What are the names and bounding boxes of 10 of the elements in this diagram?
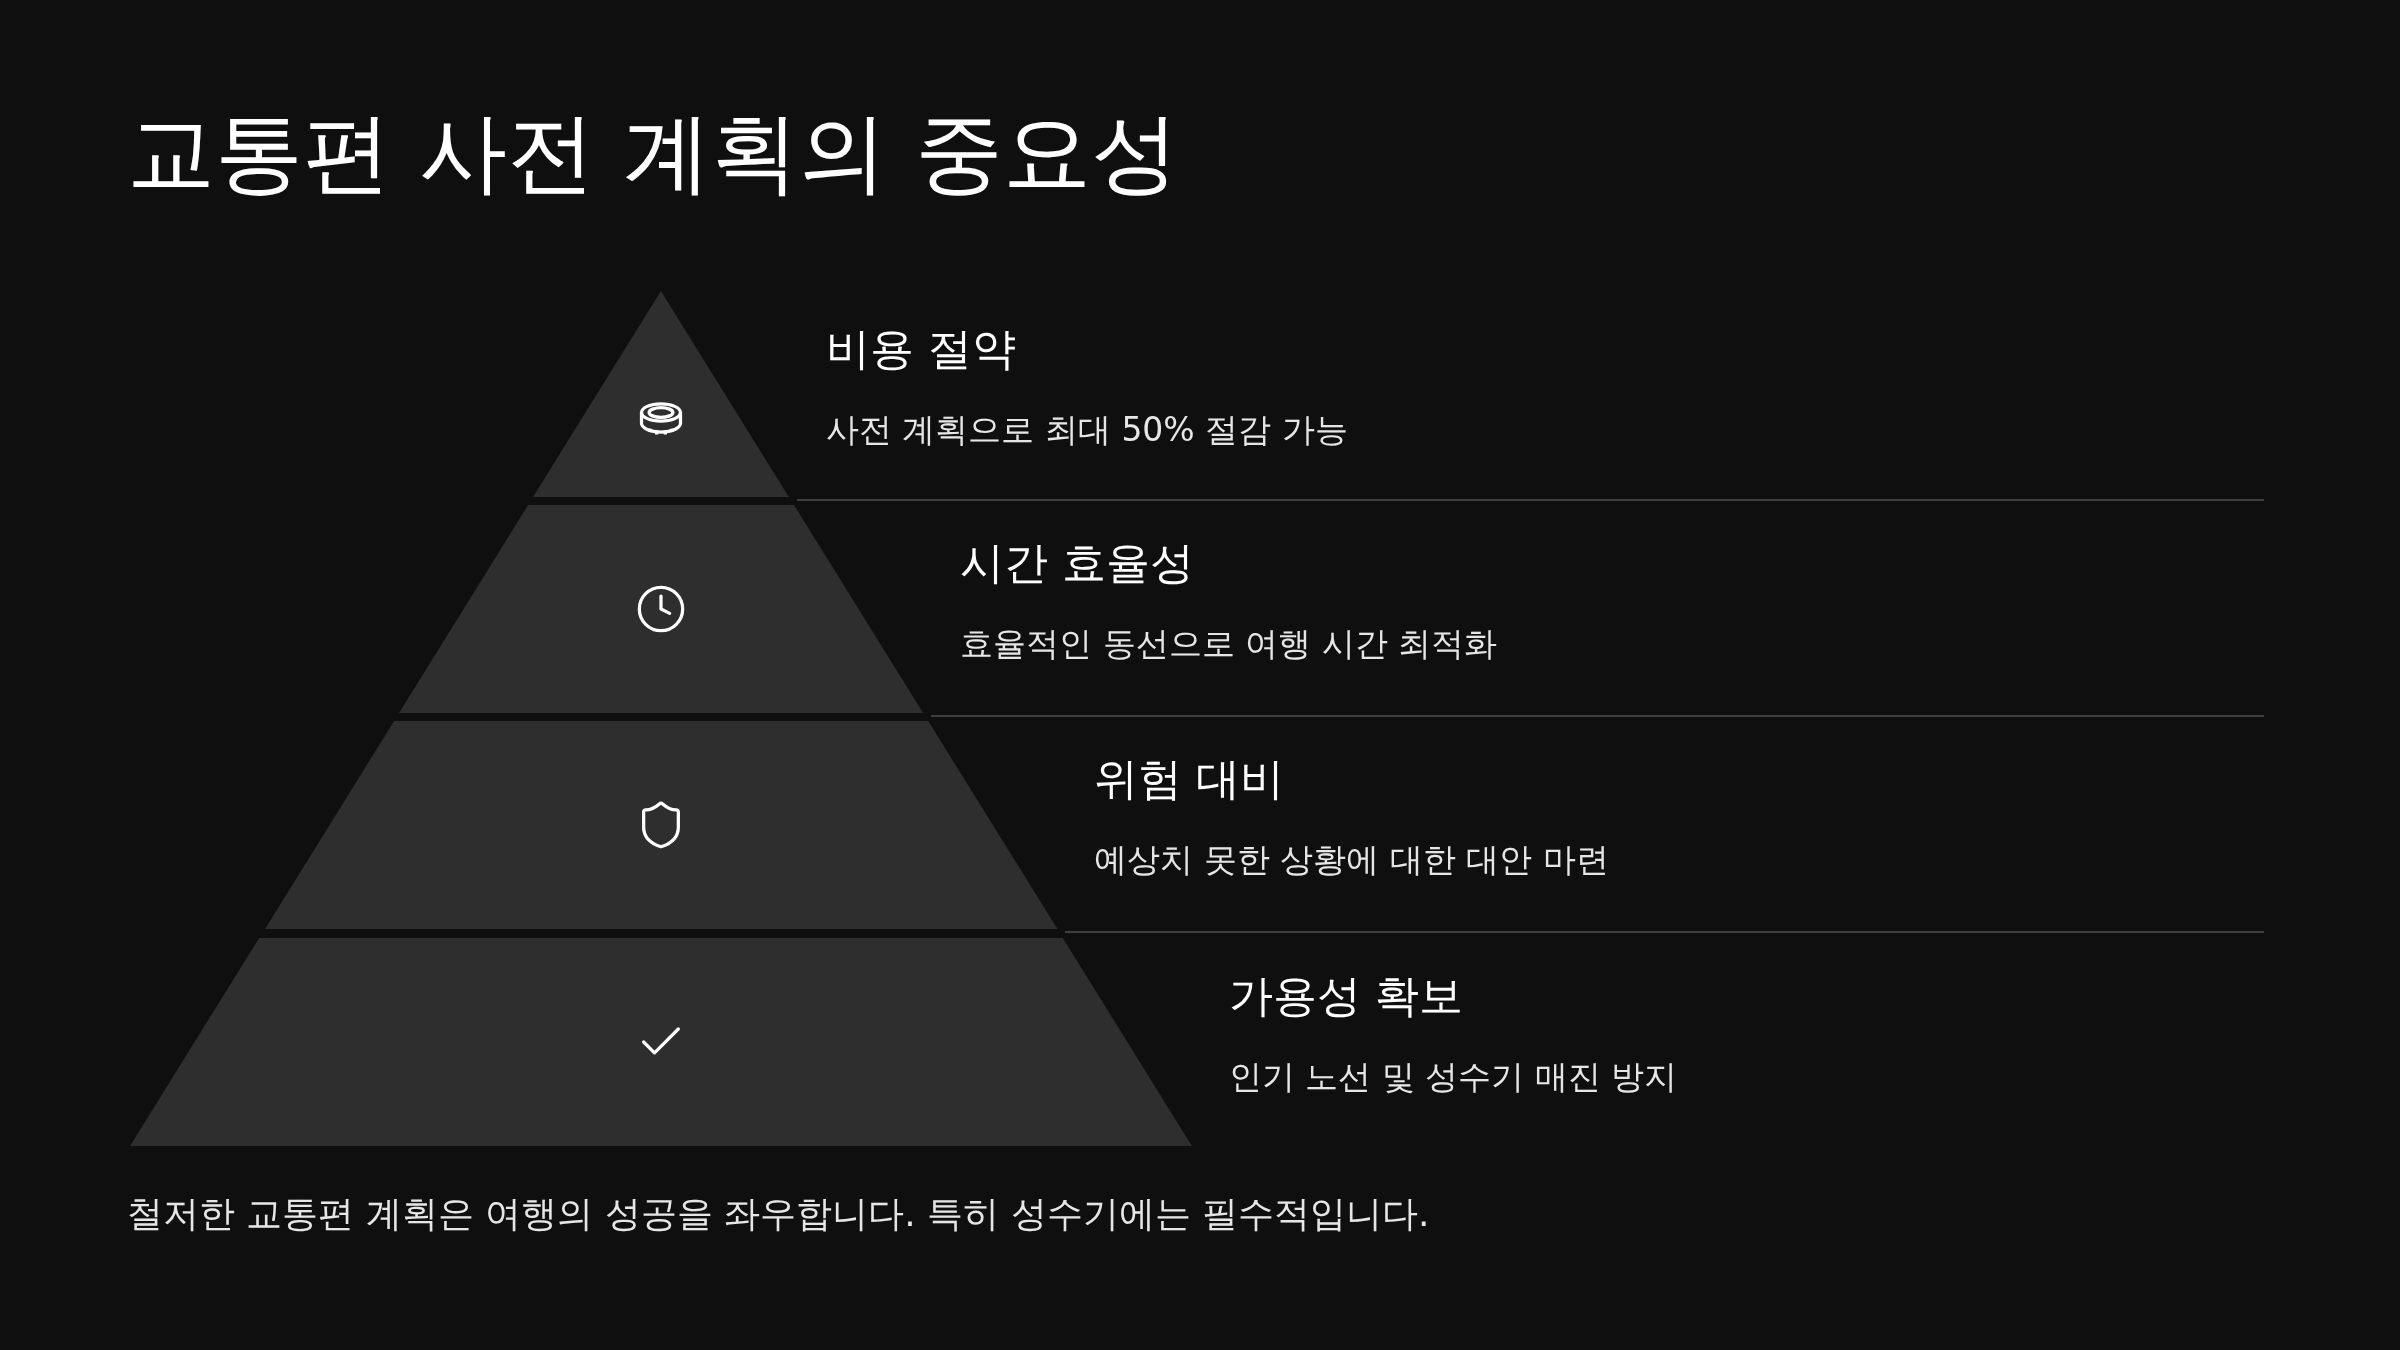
tier-description: 예상치 못한 상황에 대한 대안 마련 bbox=[1094, 840, 1609, 880]
tier-heading: 가용성 확보 bbox=[1228, 970, 1463, 1023]
tier-description: 효율적인 동선으로 여행 시간 최적화 bbox=[960, 624, 1497, 664]
footer-note: 철저한 교통편 계획은 여행의 성공을 좌우합니다. 특히 성수기에는 필수적입니다. bbox=[127, 1192, 1430, 1236]
title: 교통편 사전 계획의 중요성 bbox=[127, 100, 1179, 206]
tier-heading: 시간 효율성 bbox=[960, 537, 1195, 590]
tier-description: 사전 계획으로 최대 50% 절감 가능 bbox=[825, 410, 1348, 450]
tier-heading: 위험 대비 bbox=[1094, 753, 1285, 806]
tier-heading: 비용 절약 bbox=[825, 323, 1016, 376]
tier-description: 인기 노선 및 성수기 매진 방지 bbox=[1228, 1057, 1678, 1097]
